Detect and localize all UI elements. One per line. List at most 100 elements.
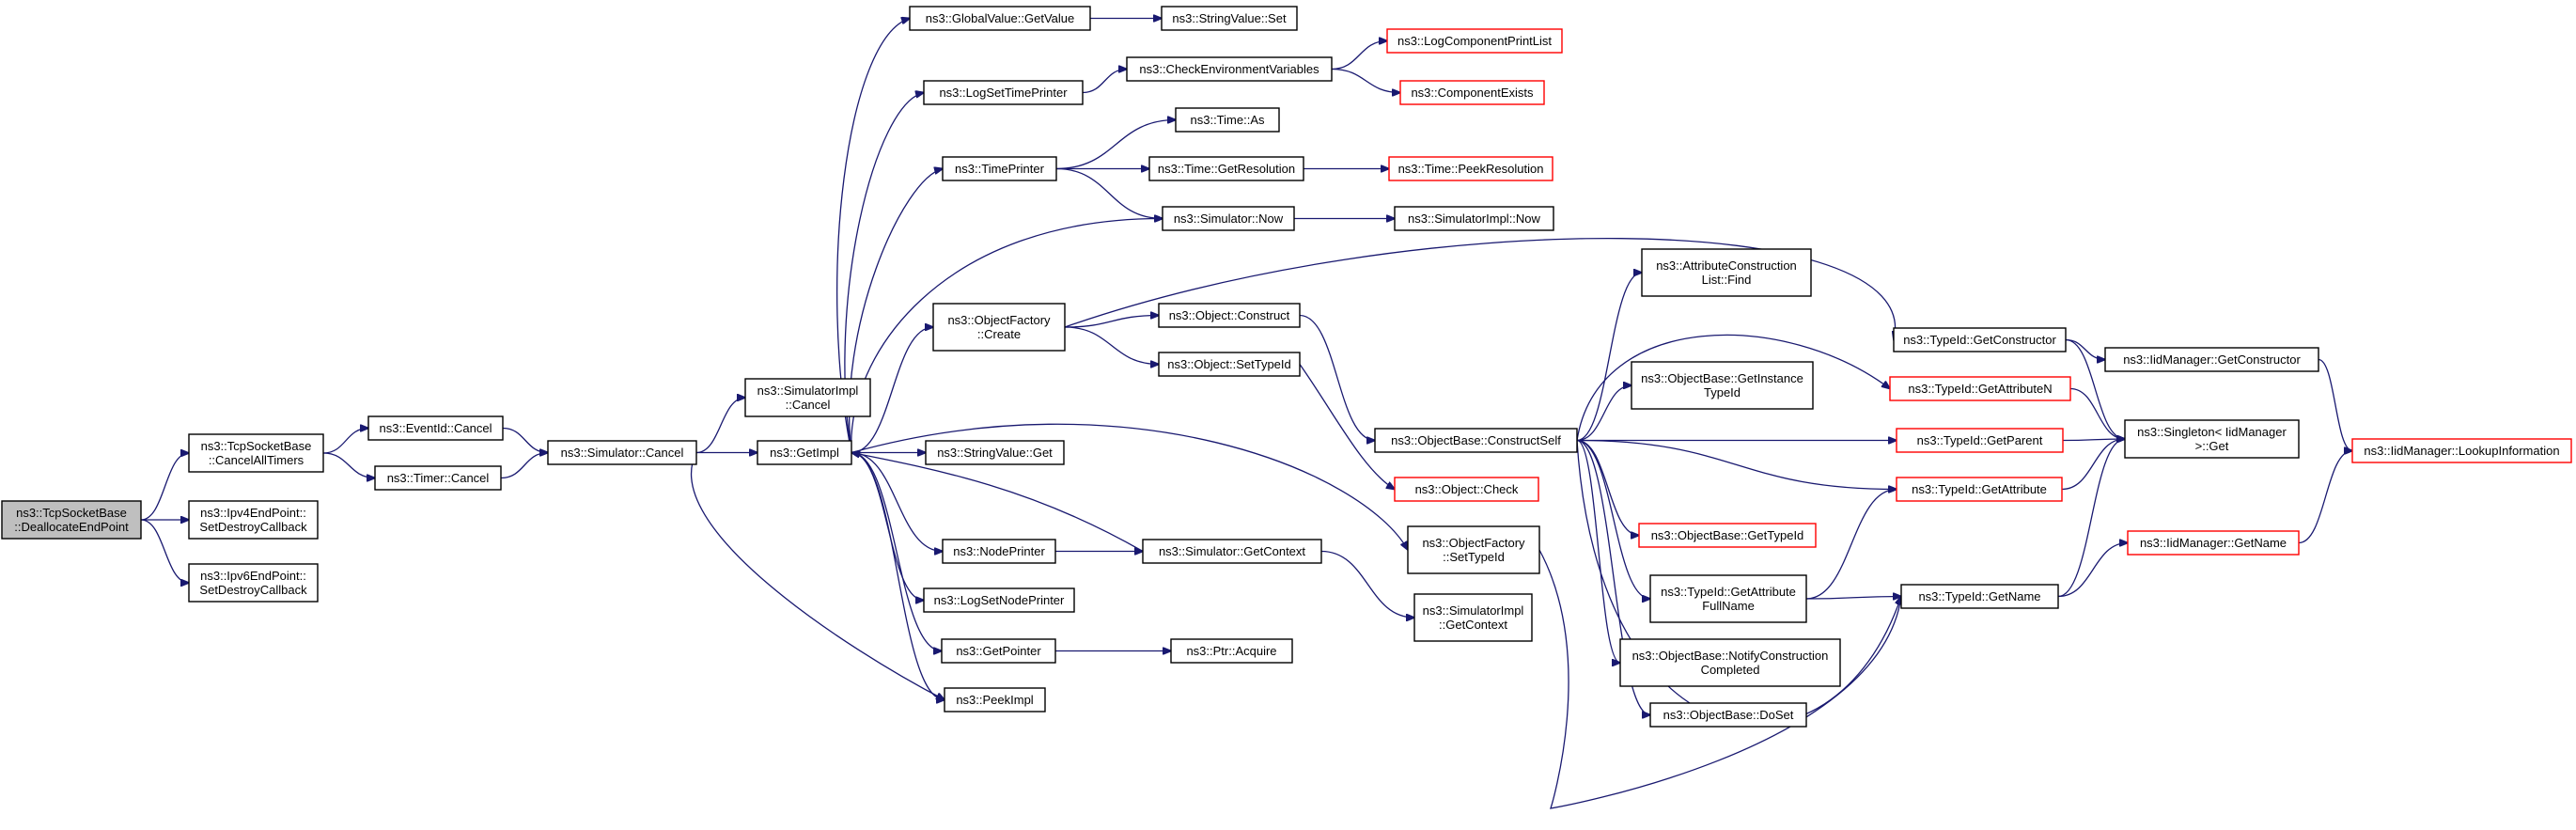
function-node-timePeekResolution[interactable]: ns3::Time::PeekResolution [1388,156,1553,181]
function-node-simulatorNow[interactable]: ns3::Simulator::Now [1162,206,1295,231]
function-node-componentExists[interactable]: ns3::ComponentExists [1399,80,1545,105]
function-node-logSetTimePrinter[interactable]: ns3::LogSetTimePrinter [923,80,1084,105]
call-edge-logSetTimePrinter-to-checkEnvVars [1082,70,1127,94]
call-edge-objectBaseConstructSelf-to-objectBaseDoSet [1576,439,1650,715]
function-node-stringValueSet[interactable]: ns3::StringValue::Set [1161,6,1298,31]
function-label: List::Find [1702,273,1752,287]
function-label: >::Get [2195,439,2229,453]
call-edge-objectFactorySetTypeId-to-typeIdGetName [1538,549,1901,809]
function-node-simulatorGetContext[interactable]: ns3::Simulator::GetContext [1142,539,1322,564]
function-label: ns3::EventId::Cancel [380,421,492,435]
function-label: ns3::NodePrinter [953,544,1045,558]
function-node-simImplCancel[interactable]: ns3::SimulatorImpl::Cancel [744,378,871,417]
function-node-nodePrinter[interactable]: ns3::NodePrinter [942,539,1056,564]
function-label: ns3::TypeId::GetAttributeN [1908,382,2052,396]
function-node-singletonGet[interactable]: ns3::Singleton< IidManager >::Get [2124,419,2300,459]
function-node-objectCheck[interactable]: ns3::Object::Check [1394,477,1539,502]
function-label: ns3::ObjectBase::GetInstance [1641,371,1803,385]
function-label: ns3::SimulatorImpl::Now [1408,211,1540,226]
function-node-timePrinter[interactable]: ns3::TimePrinter [942,156,1057,181]
function-node-stringValueGet[interactable]: ns3::StringValue::Get [925,440,1065,465]
function-node-root[interactable]: ns3::TcpSocketBase::DeallocateEndPoint [1,500,142,540]
function-node-peekImpl[interactable]: ns3::PeekImpl [944,687,1046,713]
function-label: ns3::LogComponentPrintList [1397,34,1552,48]
call-edge-simulatorGetContext-to-simImplGetContext [1320,550,1414,619]
function-node-iidManagerGetConstructor[interactable]: ns3::IidManager::GetConstructor [2104,347,2319,372]
call-edge-objectBaseConstructSelf-to-typeIdGetAttribute [1576,439,1897,490]
function-label: SetDestroyCallback [199,520,307,534]
function-label: ns3::Simulator::Now [1174,211,1284,226]
function-label: ns3::IidManager::GetConstructor [2123,352,2301,367]
function-node-objectFactorySetTypeId[interactable]: ns3::ObjectFactory::SetTypeId [1407,525,1540,574]
call-edge-timePrinter-to-simulatorNow [1055,167,1163,219]
call-edge-objectBaseConstructSelf-to-objectBaseNotifyConstructionCompleted [1576,439,1620,664]
function-label: ns3::SimulatorImpl [1423,603,1524,618]
call-edge-objectBaseConstructSelf-to-typeIdGetAttributeFullName [1576,439,1650,600]
function-node-getImpl[interactable]: ns3::GetImpl [757,440,852,465]
function-label: ::CancelAllTimers [209,453,304,467]
function-label: ns3::StringValue::Set [1172,11,1287,25]
function-label: ::GetContext [1439,618,1507,632]
function-node-ipv4SetDestroy[interactable]: ns3::Ipv4EndPoint::SetDestroyCallback [188,500,319,540]
function-label: ns3::ObjectBase::GetTypeId [1651,528,1804,542]
call-edge-checkEnvVars-to-componentExists [1331,68,1400,93]
function-node-simulatorCancel[interactable]: ns3::Simulator::Cancel [547,440,697,465]
function-node-ptrAcquire[interactable]: ns3::Ptr::Acquire [1170,638,1293,664]
call-edge-timePrinter-to-timeAs [1055,120,1176,170]
function-node-simImplNow[interactable]: ns3::SimulatorImpl::Now [1394,206,1554,231]
function-node-iidManagerLookupInformation[interactable]: ns3::IidManager::LookupInformation [2351,438,2572,463]
function-label: ns3::Time::PeekResolution [1398,162,1544,176]
function-node-eventIdCancel[interactable]: ns3::EventId::Cancel [367,415,504,441]
call-edge-getImpl-to-nodePrinter [851,451,943,552]
function-node-timerCancel[interactable]: ns3::Timer::Cancel [374,465,502,491]
function-node-objectFactoryCreate[interactable]: ns3::ObjectFactory::Create [932,303,1066,352]
function-node-typeIdGetConstructor[interactable]: ns3::TypeId::GetConstructor [1893,327,2067,352]
function-node-cancelAllTimers[interactable]: ns3::TcpSocketBase::CancelAllTimers [188,433,324,473]
function-node-typeIdGetAttributeN[interactable]: ns3::TypeId::GetAttributeN [1889,376,2071,401]
function-label: ns3::ObjectBase::DoSet [1663,708,1794,722]
function-label: ns3::LogSetTimePrinter [939,86,1068,100]
function-label: ns3::TypeId::GetAttribute [1661,585,1796,599]
function-label: ns3::TypeId::GetAttribute [1912,482,2047,496]
call-edge-getImpl-to-objectFactorySetTypeId [851,423,1408,550]
function-label: SetDestroyCallback [199,583,307,597]
call-edge-root-to-cancelAllTimers [140,453,189,521]
function-label: Completed [1701,663,1760,677]
function-node-objectSetTypeId[interactable]: ns3::Object::SetTypeId [1158,352,1301,377]
function-label: ns3::TypeId::GetParent [1917,433,2043,447]
function-node-logSetNodePrinter[interactable]: ns3::LogSetNodePrinter [923,587,1075,613]
function-node-checkEnvVars[interactable]: ns3::CheckEnvironmentVariables [1126,56,1333,82]
function-node-typeIdGetParent[interactable]: ns3::TypeId::GetParent [1896,428,2064,453]
function-node-objectBaseGetTypeId[interactable]: ns3::ObjectBase::GetTypeId [1638,523,1817,548]
function-label: ns3::GlobalValue::GetValue [926,11,1075,25]
function-node-ipv6SetDestroy[interactable]: ns3::Ipv6EndPoint::SetDestroyCallback [188,563,319,603]
call-edge-typeIdGetConstructor-to-iidManagerGetConstructor [2065,338,2105,360]
function-node-getPointer[interactable]: ns3::GetPointer [941,638,1056,664]
function-node-typeIdGetAttribute[interactable]: ns3::TypeId::GetAttribute [1896,477,2063,502]
function-node-objectBaseConstructSelf[interactable]: ns3::ObjectBase::ConstructSelf [1374,428,1578,453]
function-node-globalValueGetValue[interactable]: ns3::GlobalValue::GetValue [909,6,1091,31]
call-edges [140,19,2352,809]
function-label: ns3::ObjectFactory [947,313,1051,327]
function-label: ns3::IidManager::LookupInformation [2364,444,2559,458]
function-label: ns3::ComponentExists [1411,86,1534,100]
call-edge-typeIdGetAttributeFullName-to-typeIdGetAttribute [1805,490,1897,600]
function-node-objectBaseNotifyConstructionCompleted[interactable]: ns3::ObjectBase::NotifyConstructionCompl… [1619,638,1841,687]
call-edge-timerCancel-to-simulatorCancel [500,453,548,479]
function-node-objectBaseDoSet[interactable]: ns3::ObjectBase::DoSet [1649,702,1807,728]
function-node-simImplGetContext[interactable]: ns3::SimulatorImpl::GetContext [1413,593,1533,642]
function-node-objectConstruct[interactable]: ns3::Object::Construct [1158,303,1301,328]
function-node-iidManagerGetName[interactable]: ns3::IidManager::GetName [2127,530,2300,556]
call-edge-eventIdCancel-to-simulatorCancel [502,427,548,453]
function-node-typeIdGetName[interactable]: ns3::TypeId::GetName [1900,584,2059,609]
call-edge-objectBaseConstructSelf-to-objectBaseGetTypeId [1576,439,1639,536]
function-label: ::DeallocateEndPoint [14,520,129,534]
function-node-timeGetResolution[interactable]: ns3::Time::GetResolution [1148,156,1304,181]
function-node-timeAs[interactable]: ns3::Time::As [1175,107,1280,133]
function-node-logComponentPrintList[interactable]: ns3::LogComponentPrintList [1386,28,1563,54]
function-label: ::Create [977,327,1021,341]
function-label: ns3::Object::SetTypeId [1167,357,1291,371]
